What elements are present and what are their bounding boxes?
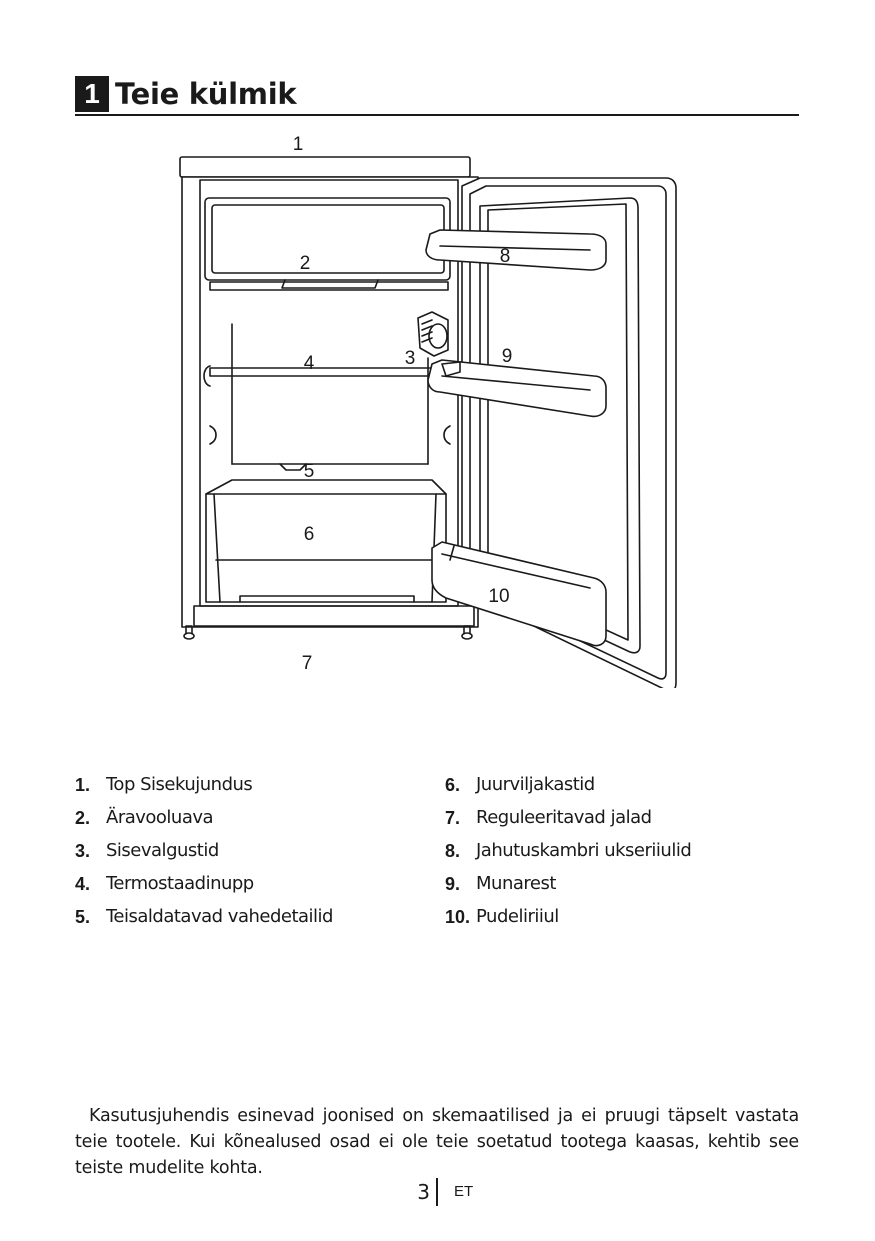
list-item: 6.Juurviljakastid [445, 774, 595, 795]
thermostat-knob [417, 311, 449, 357]
list-item: 7.Reguleeritavad jalad [445, 807, 652, 828]
section-title: Teie külmik [115, 77, 297, 111]
cabinet-top [179, 156, 471, 178]
section-heading: 1 Teie külmik [75, 76, 799, 116]
page-footer: 3 ET [0, 1178, 875, 1206]
parts-list-left: 1.Top Sisekujundus 2.Äravooluava 3.Sisev… [75, 770, 415, 935]
callout-6: 6 [304, 524, 315, 545]
list-item: 10.Pudeliriiul [445, 906, 559, 927]
section-number: 1 [75, 76, 109, 112]
list-item: 4.Termostaadinupp [75, 873, 254, 894]
list-item: 1.Top Sisekujundus [75, 774, 253, 795]
list-item: 3.Sisevalgustid [75, 840, 219, 861]
door-shelf [425, 229, 607, 271]
list-item: 5.Teisaldatavad vahedetailid [75, 906, 333, 927]
crisper-cover [231, 463, 429, 471]
callout-10: 10 [488, 586, 509, 607]
page-number: 3 [417, 1180, 430, 1204]
language-code: ET [454, 1183, 474, 1200]
shelf-supports [209, 425, 451, 445]
callout-4: 4 [304, 353, 315, 374]
callout-8: 8 [500, 246, 511, 267]
list-item: 9.Munarest [445, 873, 556, 894]
bottle-shelf [431, 541, 607, 647]
callout-5: 5 [304, 461, 315, 482]
callout-7: 7 [302, 653, 313, 674]
list-item: 2.Äravooluava [75, 807, 214, 828]
egg-rack [427, 359, 607, 418]
fridge-diagram: 1 2 3 4 5 6 7 8 9 10 [150, 128, 710, 688]
adjustable-feet [183, 625, 473, 640]
parts-list-right: 6.Juurviljakastid 7.Reguleeritavad jalad… [445, 770, 785, 935]
vegetable-crisper [205, 479, 447, 603]
list-item: 8.Jahutuskambri ukseriiulid [445, 840, 692, 861]
disclaimer-note: Kasutusjuhendis esinevad joonised on ske… [75, 1105, 799, 1178]
callout-1: 1 [293, 134, 304, 155]
callout-9: 9 [502, 346, 513, 367]
callout-3: 3 [405, 348, 416, 369]
footer-divider [436, 1178, 438, 1206]
callout-2: 2 [300, 253, 311, 274]
